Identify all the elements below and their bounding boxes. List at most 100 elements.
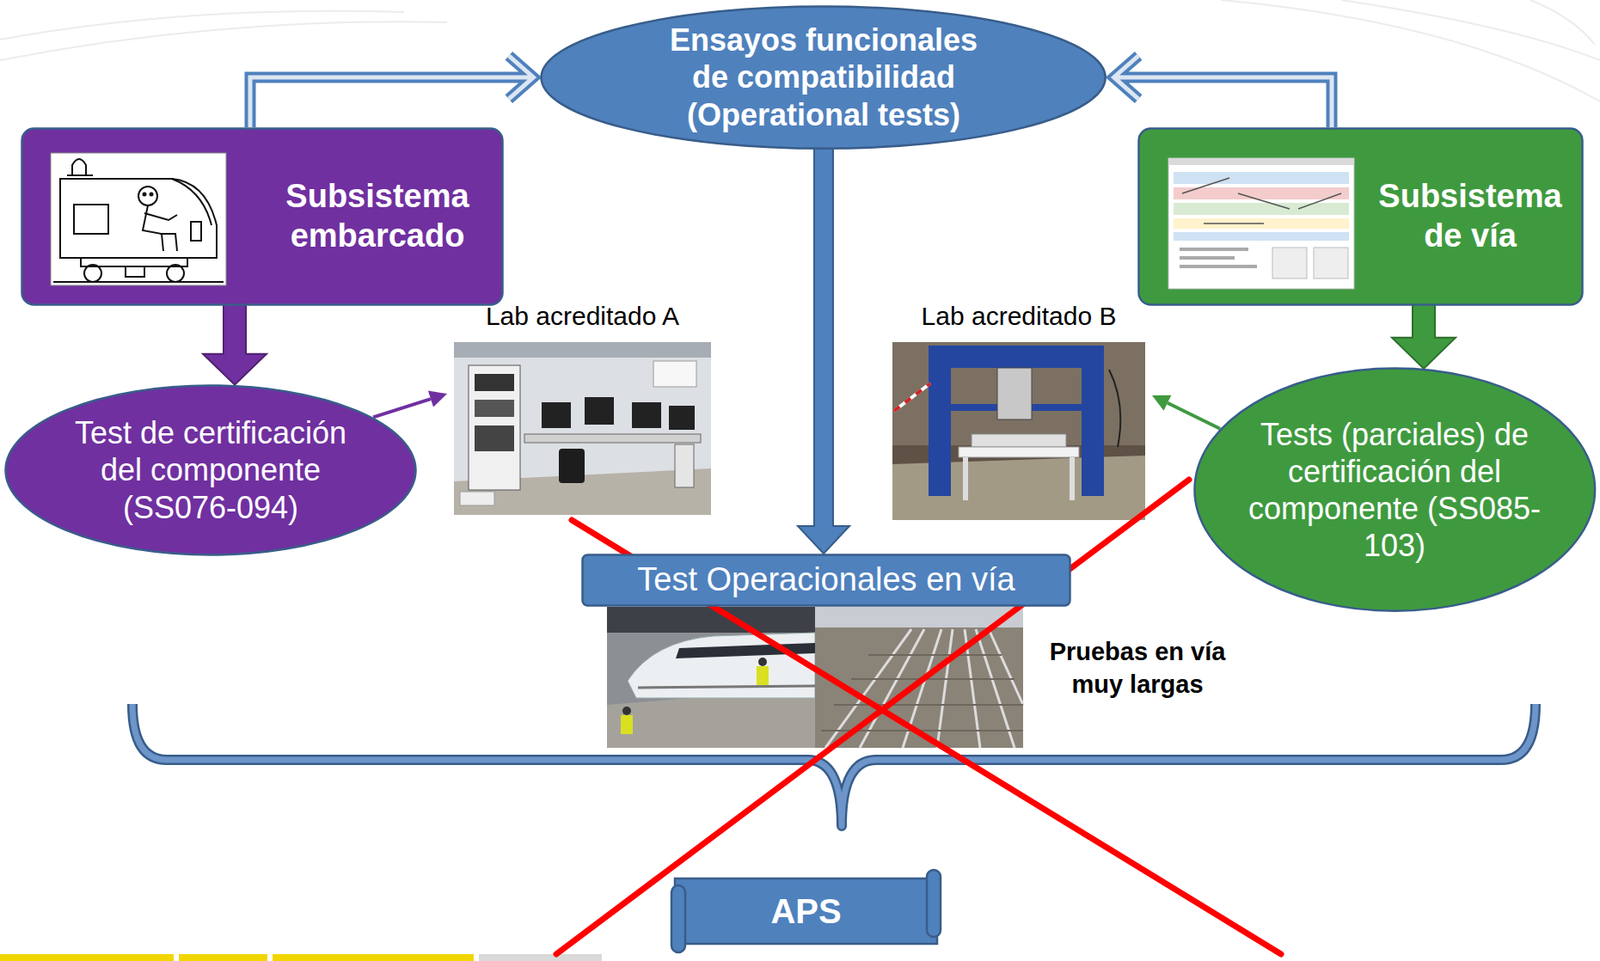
lab-photo-a [453, 342, 712, 358]
text-group: Test Operacionales en vía [637, 560, 1015, 601]
track-screen-icon [1298, 193, 1342, 209]
train-cab-icon [138, 186, 158, 206]
text-group: Ensayos funcionales de compatibilidad (O… [660, 21, 987, 134]
track-screen-icon [1168, 158, 1355, 289]
track-photo-rails [988, 629, 1024, 705]
train-cab-icon [150, 193, 154, 197]
lab-photo-b [894, 383, 931, 411]
track-screen-icon [1168, 158, 1355, 166]
text-group: Test de certificación del componente (SS… [64, 414, 357, 527]
subsystem-box-outline [22, 128, 503, 306]
background-swirl [0, 11, 405, 40]
track-photo-train [622, 706, 632, 716]
test-ellipse: Ensayos funcionales de compatibilidad (O… [539, 5, 1107, 150]
footer-bars [272, 954, 474, 961]
connector-arrow [373, 391, 448, 418]
track-photo-train [637, 686, 816, 688]
node-text: Test de certificación del componente (SS… [64, 414, 357, 527]
lab-photo-b [892, 342, 1146, 521]
node-text: Test Operacionales en vía [637, 560, 1015, 601]
arrow-head [428, 391, 448, 408]
lab-photo-b [997, 367, 1032, 420]
text-group: Lab acreditado A [485, 300, 680, 332]
lab-photo-a [558, 448, 585, 484]
train-cab-icon [60, 178, 217, 258]
lab-photo-a [584, 397, 614, 425]
train-cab-icon [50, 153, 227, 286]
text-group: APS [770, 890, 841, 932]
subsystem-box-outline [20, 127, 504, 307]
connector-arrow [202, 304, 267, 386]
text-group: Tests (parciales) de certificación del c… [1244, 416, 1545, 565]
result-scroll-roll [926, 870, 941, 938]
result-scroll-roll [671, 885, 686, 953]
connector-arrow [1391, 304, 1456, 369]
result-scroll-outline [674, 878, 938, 945]
background-swirl [0, 21, 448, 61]
text-group: Lab acreditado B [921, 300, 1117, 332]
grouping-brace [132, 704, 1536, 827]
process-box: Test Operacionales en vía [581, 553, 1072, 607]
lab-photo-b [928, 345, 1104, 368]
track-screen-icon [1168, 158, 1355, 289]
track-photo-train [758, 657, 767, 667]
node-text: Lab acreditado B [921, 300, 1117, 332]
train-cab-icon [125, 266, 145, 277]
train-cab-icon [50, 153, 227, 286]
lab-photo-b [962, 457, 969, 501]
track-screen-icon [1173, 171, 1349, 184]
lab-photo-a [453, 342, 712, 515]
connector-arrow [1114, 55, 1332, 128]
train-cab-icon [171, 178, 212, 226]
background-swirl [1220, 0, 1600, 102]
train-cab-icon [53, 281, 224, 283]
track-screen-icon [1272, 247, 1307, 279]
red-cross [571, 520, 1282, 955]
lab-photo-a [541, 402, 571, 429]
track-photo-train [606, 606, 816, 748]
test-ellipse-outline [541, 6, 1106, 148]
lab-photo-a [524, 434, 701, 443]
connector-arrow [1391, 304, 1456, 369]
connector-arrow [373, 398, 431, 417]
certification-ellipse-outline [1193, 367, 1597, 613]
note-text: Pruebas en vía muy largas [1031, 636, 1244, 701]
subsystem-box-outline [1139, 128, 1583, 306]
node-text: Ensayos funcionales de compatibilidad (O… [660, 21, 987, 134]
node-text: Tests (parciales) de certificación del c… [1244, 416, 1545, 565]
train-cab-icon [84, 264, 102, 282]
lab-photo-a [453, 342, 712, 515]
track-screen-icon [1173, 187, 1349, 200]
track-screen-icon [1173, 202, 1349, 215]
subsystem-box: Subsistema embarcado [20, 127, 504, 307]
arrow-head [1152, 395, 1171, 411]
node-text: Subsistema de vía [1367, 177, 1574, 256]
certification-ellipse: Test de certificación del componente (SS… [4, 384, 417, 557]
train-cab-icon [73, 204, 109, 234]
track-screen-icon [1203, 222, 1264, 225]
lab-photo-b [894, 383, 931, 411]
train-cab-icon [80, 257, 188, 267]
lab-photo-a [474, 425, 515, 452]
certification-ellipse-outline [6, 386, 417, 556]
lab-photo-a [459, 491, 495, 506]
process-box-outline [582, 555, 1071, 607]
text-group: Subsistema embarcado [265, 177, 490, 256]
note-holder: Pruebas en vía muy largas [1031, 636, 1244, 701]
train-cab-icon [142, 205, 164, 252]
track-screen-icon [1179, 264, 1257, 269]
lab-photo-a [631, 402, 662, 429]
lab-photo-frame: Lab acreditado B [885, 300, 1153, 523]
track-screen-icon [1179, 256, 1235, 260]
lab-photo-a [474, 399, 515, 417]
background-swirl [1341, 0, 1600, 61]
track-screen-icon [1179, 247, 1249, 252]
lab-photo-a [674, 444, 694, 488]
track-photo-train [606, 606, 816, 633]
connector-arrow [250, 55, 534, 128]
lab-photo-b [958, 447, 1079, 458]
certification-ellipse: Tests (parciales) de certificación del c… [1193, 367, 1597, 613]
result-scroll: APS [662, 868, 950, 955]
track-photo-rails [868, 654, 1002, 656]
lab-photo-b [1109, 369, 1121, 448]
